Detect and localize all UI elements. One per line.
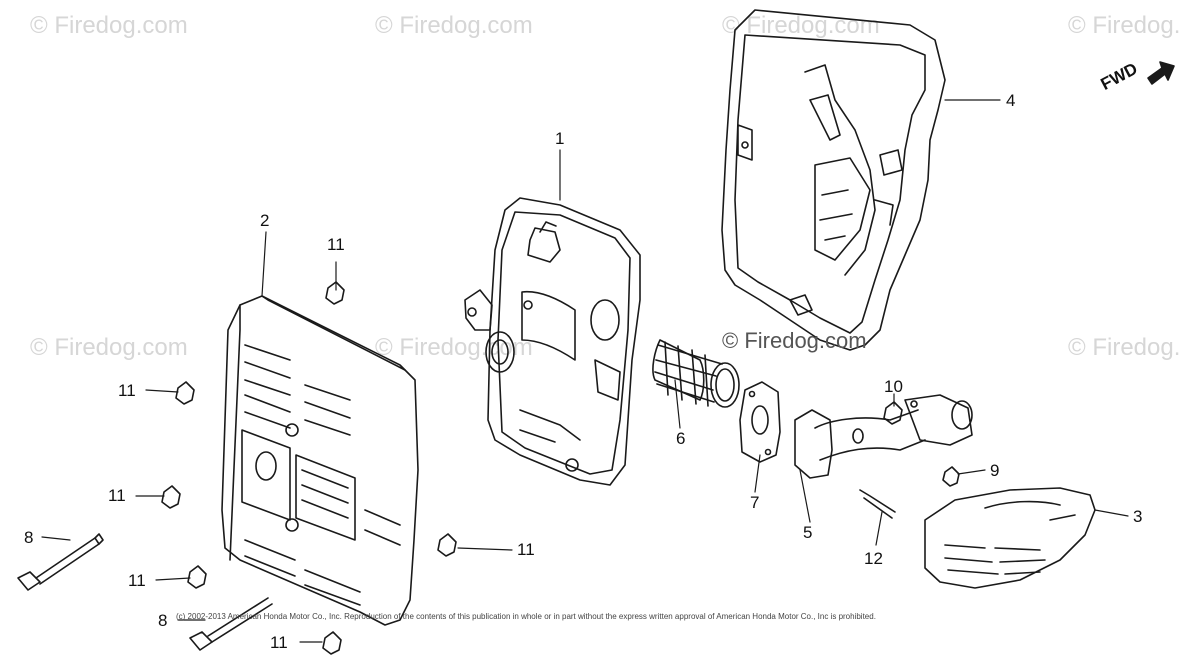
callout-8: 8 <box>158 611 168 630</box>
callout-5: 5 <box>803 523 813 542</box>
long-bolt-part <box>17 533 273 651</box>
callout-1: 1 <box>555 129 565 148</box>
callout-2: 2 <box>260 211 270 230</box>
muffler-cover-part <box>721 9 946 351</box>
callout-9: 9 <box>990 461 1000 480</box>
watermark-text: © Firedog.com <box>30 12 188 39</box>
callout-11: 11 <box>118 381 136 400</box>
muffler-protector-part <box>221 295 419 626</box>
callout-11: 11 <box>270 633 288 652</box>
callout-4: 4 <box>1006 91 1016 110</box>
callout-11: 11 <box>128 571 146 590</box>
callout-8: 8 <box>24 528 34 547</box>
watermark-text: © Firedog.com <box>375 334 533 361</box>
callout-12: 12 <box>864 549 883 568</box>
gasket-part <box>739 381 781 463</box>
callout-3: 3 <box>1133 507 1143 526</box>
copyright-notice: (c) 2002-2013 American Honda Motor Co., … <box>176 612 876 621</box>
exhaust-pipe-part <box>794 394 973 479</box>
callout-11: 11 <box>327 235 345 254</box>
watermark-text: © Firedog.com <box>30 334 188 361</box>
small-bolt-part <box>161 281 960 655</box>
callout-11: 11 <box>108 486 126 505</box>
callout-10: 10 <box>884 377 903 396</box>
callout-11: 11 <box>517 540 535 559</box>
watermark-text: © Firedog.com <box>1068 334 1180 361</box>
forward-arrow-icon <box>1147 61 1175 85</box>
spark-arrester-part <box>652 339 740 408</box>
callout-7: 7 <box>750 493 760 512</box>
callout-6: 6 <box>676 429 686 448</box>
leader-lines <box>41 99 1129 643</box>
center-watermark: © Firedog.com <box>722 328 867 353</box>
watermark-text: © Firedog.com <box>375 12 533 39</box>
muffler-body-part <box>464 197 641 486</box>
watermark-text: © Firedog.com <box>1068 12 1180 39</box>
exhaust-deflector-part <box>924 487 1096 589</box>
